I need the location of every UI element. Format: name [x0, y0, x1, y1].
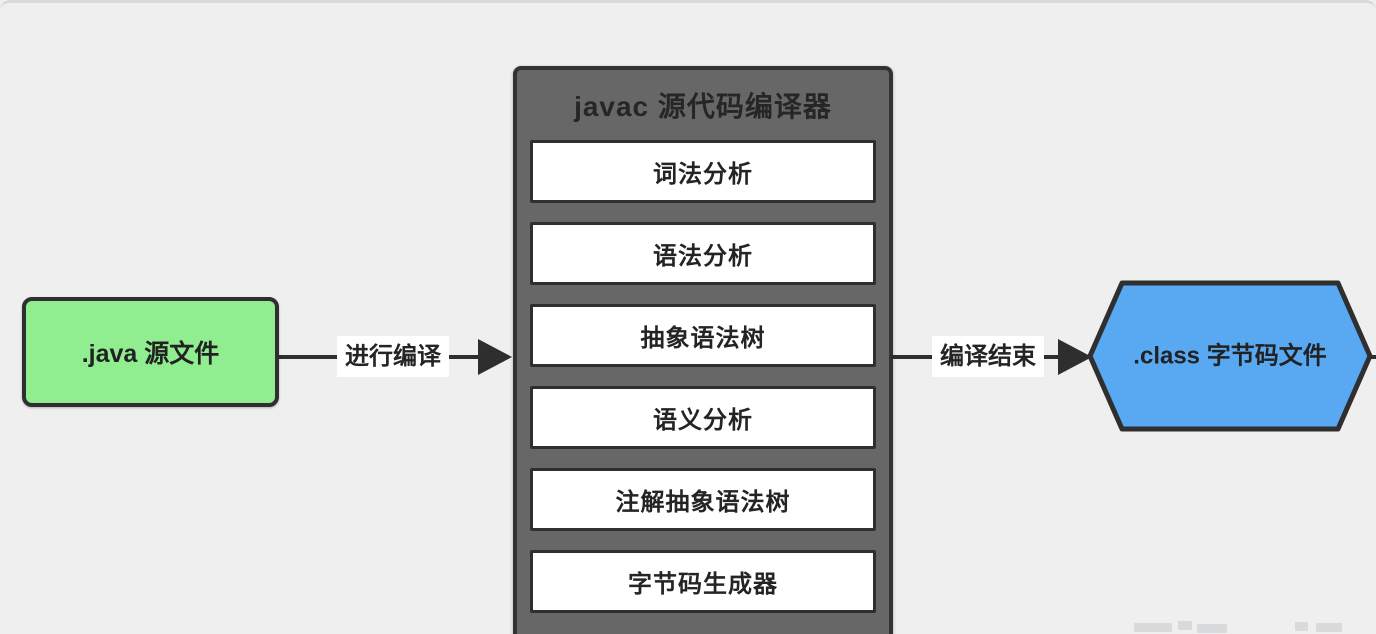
stage-annotated-syntax-tree: 注解抽象语法树: [530, 468, 876, 531]
javac-compiler-container: javac 源代码编译器 词法分析 语法分析 抽象语法树 语义分析 注解抽象语法…: [513, 66, 893, 634]
stage-lexical-analysis: 词法分析: [530, 140, 876, 203]
watermark-fragment: [1134, 621, 1374, 634]
class-output-node: .class 字节码文件: [1086, 278, 1374, 434]
compile-arrowhead-icon: [478, 339, 512, 375]
compiler-title: javac 源代码编译器: [574, 91, 832, 122]
stage-abstract-syntax-tree: 抽象语法树: [530, 304, 876, 367]
hexagon-shape: .class 字节码文件: [1087, 280, 1373, 432]
watermark-glyph: [1295, 622, 1308, 631]
watermark-glyph: [1178, 621, 1192, 630]
finish-arrow-label: 编译结束: [932, 336, 1044, 378]
class-output-label: .class 字节码文件: [1133, 342, 1326, 370]
stage-semantic-analysis: 语义分析: [530, 386, 876, 449]
watermark-glyph: [1134, 623, 1172, 632]
page-top-edge: [0, 0, 1376, 12]
watermark-glyph: [1197, 624, 1227, 633]
compile-arrow-label: 进行编译: [337, 336, 449, 378]
finish-arrowhead-icon: [1058, 339, 1092, 375]
output-connector-stub: [1368, 355, 1376, 359]
stage-syntax-analysis: 语法分析: [530, 222, 876, 285]
watermark-glyph: [1316, 623, 1342, 632]
java-source-label: .java 源文件: [81, 340, 220, 368]
java-source-node: .java 源文件: [22, 297, 279, 407]
stage-bytecode-generator: 字节码生成器: [530, 550, 876, 613]
